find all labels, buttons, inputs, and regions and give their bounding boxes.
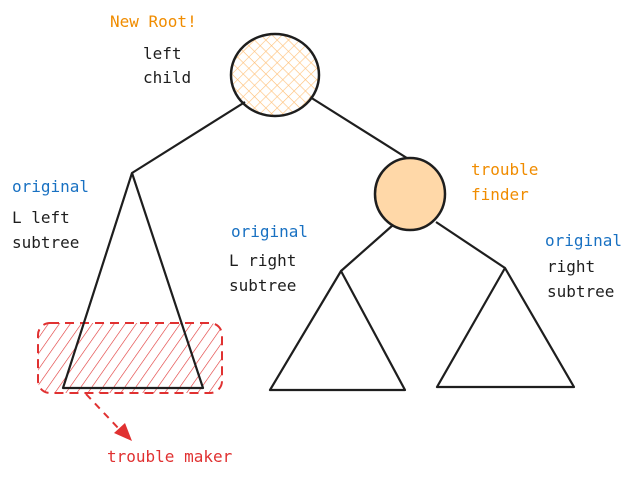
- l-right-label-1: L right: [229, 251, 296, 270]
- left-child-label-1: left: [143, 44, 182, 63]
- right-label-1: right: [547, 257, 595, 276]
- left-child-label-2: child: [143, 68, 191, 87]
- trouble-maker-label: trouble maker: [107, 447, 233, 466]
- original-tag-l-right: original: [231, 222, 308, 241]
- left-right-subtree: [268, 269, 407, 392]
- original-tag-right: original: [545, 231, 622, 250]
- left-left-subtree: [61, 171, 205, 390]
- new-root-node: [229, 32, 321, 118]
- trouble-maker-region: [37, 322, 223, 394]
- edge-finder-left: [340, 224, 394, 272]
- right-label-2: subtree: [547, 282, 614, 301]
- trouble-finder-label-1: trouble: [471, 160, 538, 179]
- original-tag-left: original: [12, 177, 89, 196]
- l-left-label-2: subtree: [12, 233, 79, 252]
- new-root-label: New Root!: [110, 12, 197, 31]
- right-subtree: [435, 266, 576, 389]
- l-left-label-1: L left: [12, 208, 70, 227]
- arrow-head-icon: [114, 423, 132, 441]
- trouble-finder-node: [373, 156, 447, 232]
- arrow-line: [85, 393, 121, 431]
- edge-finder-right: [435, 221, 506, 269]
- l-right-label-2: subtree: [229, 276, 296, 295]
- edge-root-right: [309, 96, 411, 161]
- trouble-finder-label-2: finder: [471, 185, 529, 204]
- edge-root-left: [131, 101, 246, 174]
